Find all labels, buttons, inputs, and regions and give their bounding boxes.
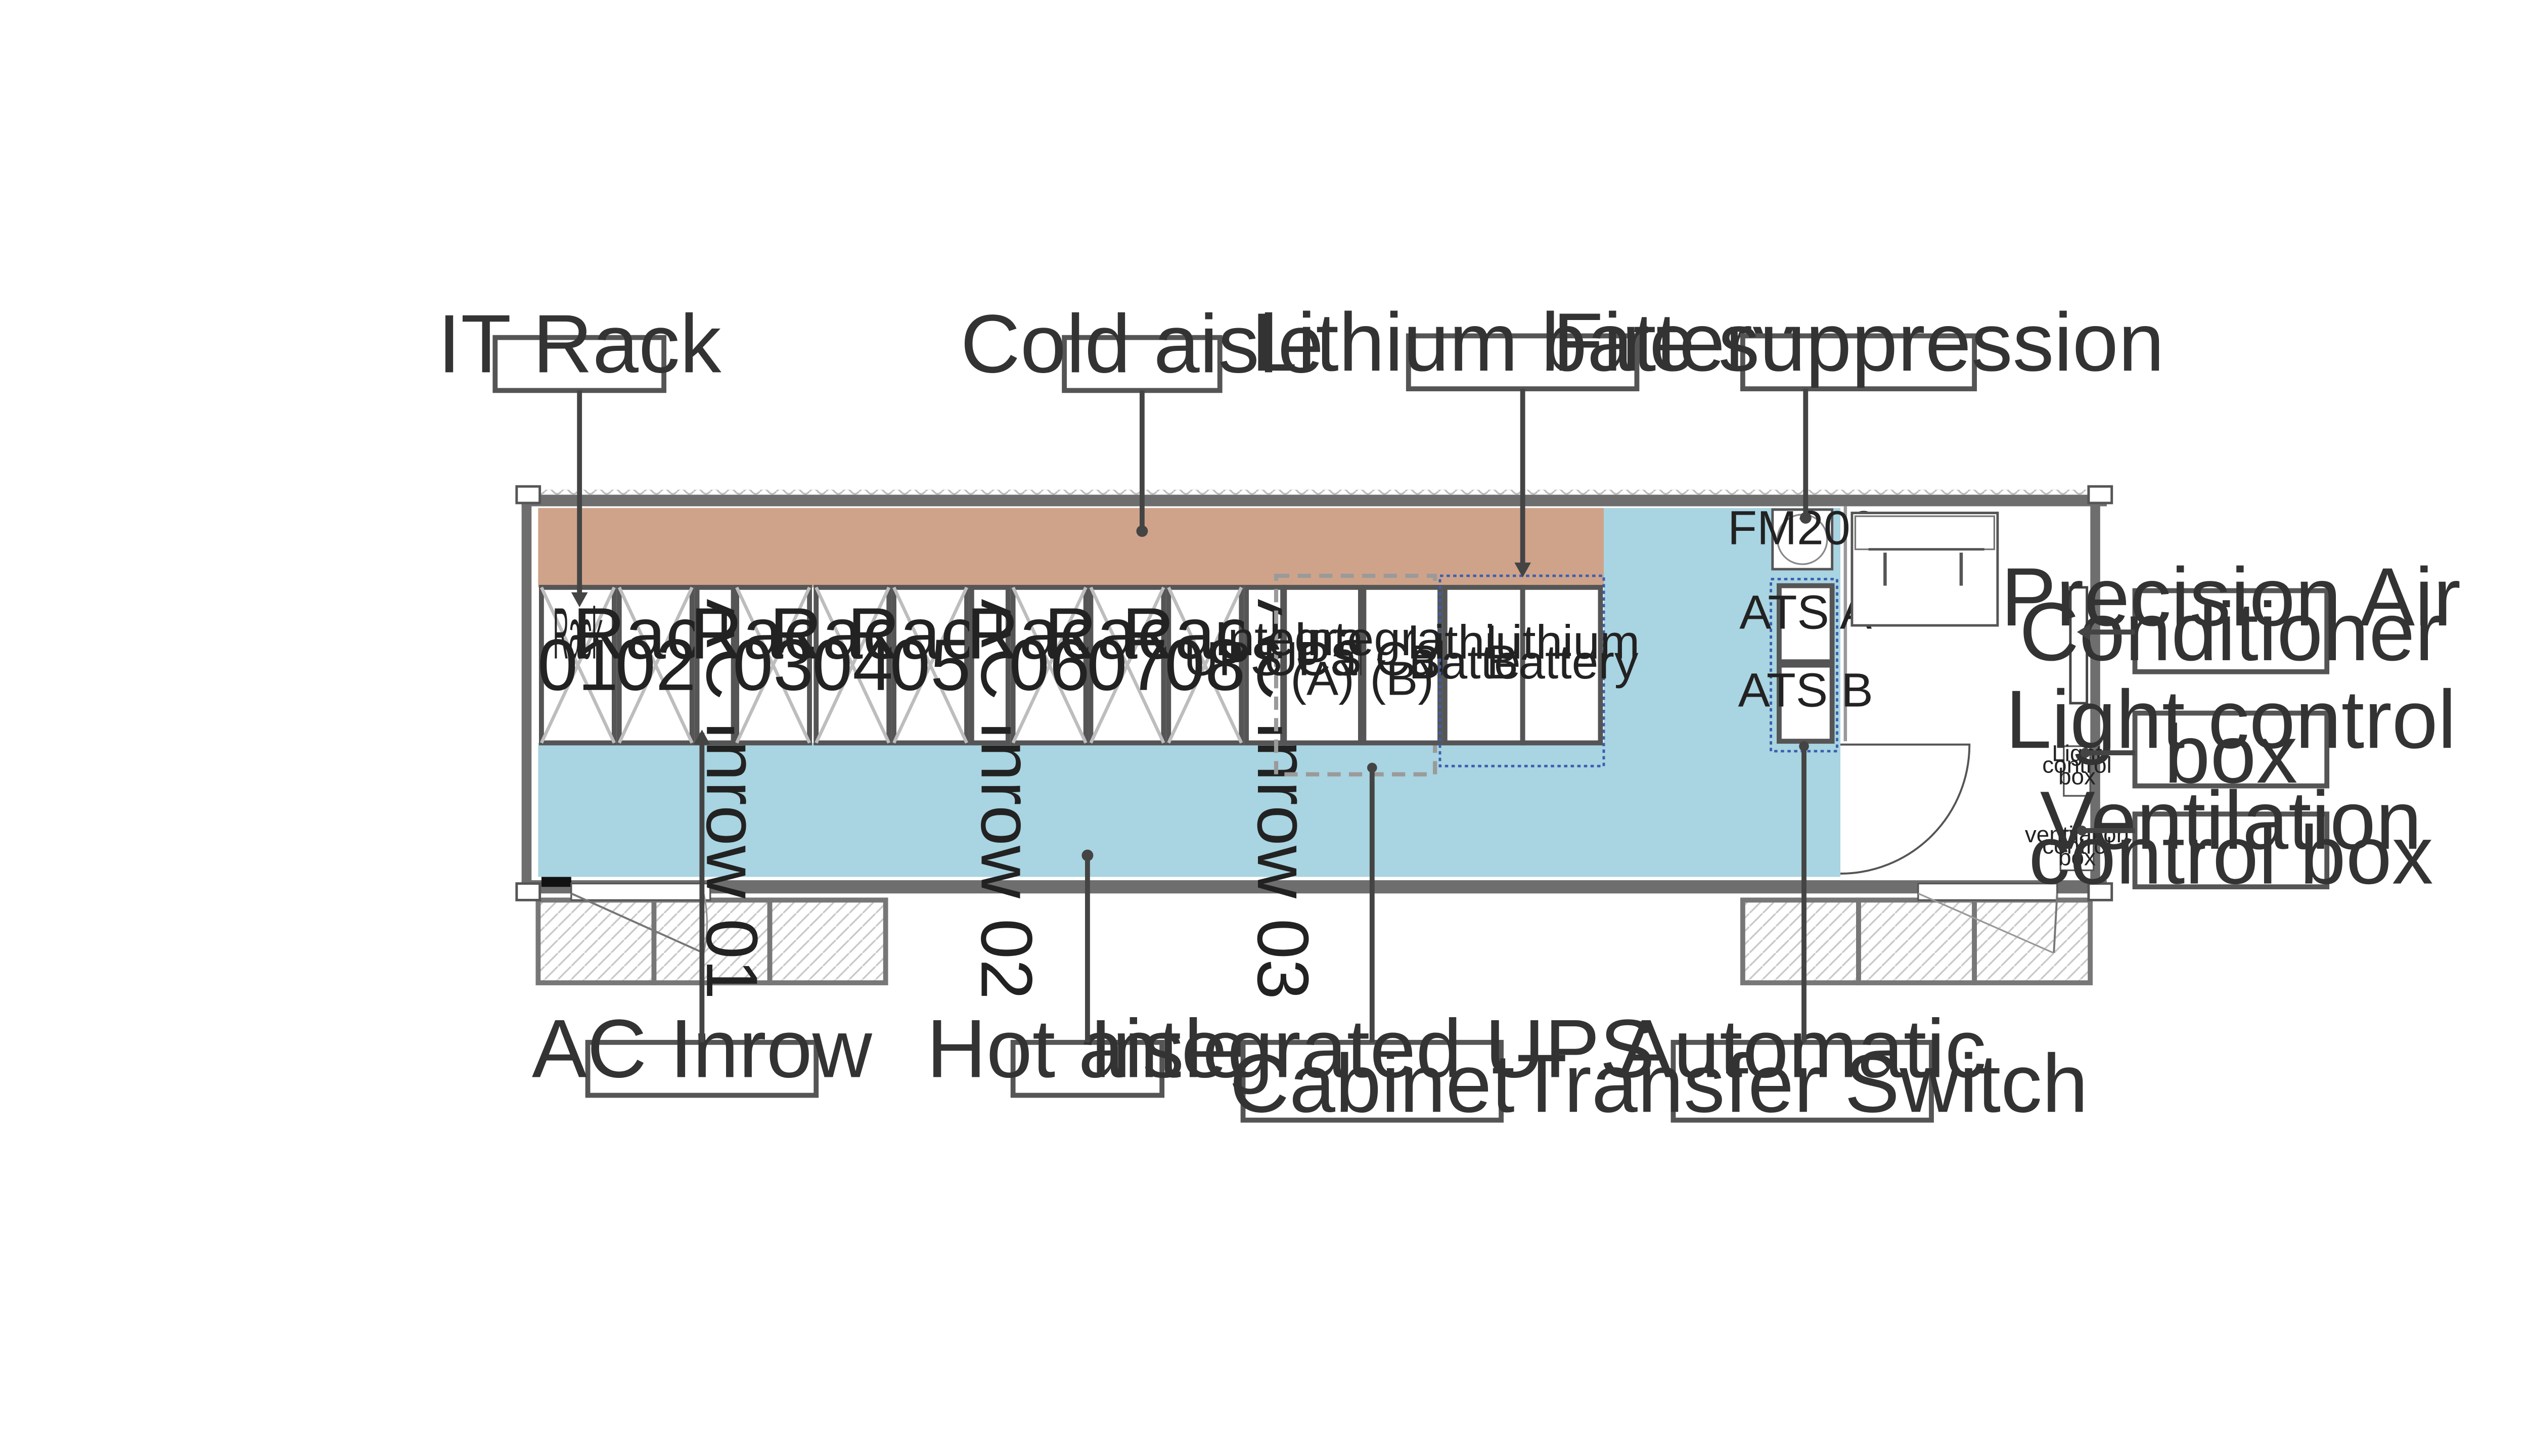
battery-2-line1: Lithium <box>1485 616 1640 669</box>
callout-integrated-ups: Integrated UPS Cabinet <box>1089 762 1655 1129</box>
callout-ats: Automatic Transfer Switch <box>1516 741 2088 1129</box>
workbench <box>1850 512 1999 627</box>
callout-cold-aisle: Cold aisle <box>961 297 1324 537</box>
battery-2-line2: Battery <box>1486 635 1639 689</box>
exterior-pads <box>535 897 2093 985</box>
hot-aisle-area <box>538 508 1840 877</box>
ats-callout-label-2: Transfer Switch <box>1516 1037 2088 1129</box>
ups-a-line3: (A) <box>1290 652 1355 706</box>
rack-03: Rack 03 <box>690 584 856 746</box>
pad-left-3 <box>767 897 888 985</box>
callout-it-rack: IT Rack <box>438 297 722 608</box>
vent-box-line2: control <box>2042 833 2111 859</box>
ventilation-control-box: ventilation control box <box>2025 822 2129 872</box>
cold-aisle-area <box>538 508 1604 587</box>
rack-01-number: 01 <box>537 624 618 706</box>
ats-b: ATS B <box>1738 662 1873 744</box>
rack-05-number: 05 <box>890 624 971 706</box>
precision-ac-unit <box>2069 586 2089 705</box>
ats-a: ATS A <box>1739 583 1872 665</box>
callout-light-control-box: Light control box <box>2006 673 2456 800</box>
pad-left-1 <box>535 897 657 985</box>
lithium-battery-label: Lithium battery <box>1251 296 1794 388</box>
pad-right-1 <box>1740 897 1861 985</box>
rack-06-number: 06 <box>1009 624 1090 706</box>
vent-box-line1: ventilation <box>2025 822 2129 847</box>
ats-a-label: ATS A <box>1739 586 1872 640</box>
rack-07: Rack 07 <box>1044 584 1210 746</box>
light-box-line2: control <box>2042 752 2111 778</box>
ventilation-label-2: control box <box>2028 809 2433 901</box>
rack-01: Rack 01 <box>537 584 618 746</box>
callout-ventilation-control-box: Ventilation control box <box>2028 774 2433 901</box>
pad-right-3 <box>1972 897 2093 985</box>
rack-08-number: 08 <box>1164 624 1245 706</box>
vent-box-line3: box <box>2058 845 2096 871</box>
lithium-battery-2: Lithium Battery <box>1485 584 1640 746</box>
ats-b-label: ATS B <box>1738 663 1873 717</box>
it-rack-label: IT Rack <box>438 297 722 390</box>
rack-03-number: 03 <box>733 624 814 706</box>
callout-ac-inrow: AC Inrow <box>532 730 873 1098</box>
precision-ac-label-1: Precision Air <box>2001 551 2461 643</box>
rack-02-number: 02 <box>615 624 696 706</box>
callout-hot-aisle: Hot aisle <box>927 849 1248 1098</box>
light-box-line3: box <box>2058 763 2096 789</box>
container-walls <box>515 485 2113 954</box>
ventilation-label-1: Ventilation <box>2040 774 2422 867</box>
rack-07-number: 07 <box>1087 624 1167 706</box>
callout-fire-suppression: Fire suppression <box>1553 296 2164 524</box>
callout-lithium-battery: Lithium battery <box>1251 296 1794 578</box>
callout-precision-ac: Precision Air Conditioner <box>2001 551 2461 678</box>
pad-right-2 <box>1856 897 1977 985</box>
rack-04-number: 04 <box>812 624 893 706</box>
light-control-label-1: Light control <box>2006 673 2456 765</box>
fire-suppression-label: Fire suppression <box>1553 296 2164 388</box>
light-control-label-2: box <box>2164 708 2297 800</box>
ups-b-line3: (B) <box>1370 652 1433 706</box>
pad-left-2 <box>651 897 773 985</box>
rack-row: Rack 01 Rack 02 AC Inrow 01 Rack 03 Rack… <box>537 584 1324 999</box>
rack-01-label: Rack <box>553 593 603 674</box>
ups-callout-label-2: Cabinet <box>1230 1037 1515 1129</box>
cold-aisle-label: Cold aisle <box>961 297 1324 390</box>
light-control-box: Light control box <box>2042 740 2112 797</box>
service-door <box>1840 743 1971 875</box>
rack-08: Rack 08 <box>1122 584 1288 746</box>
